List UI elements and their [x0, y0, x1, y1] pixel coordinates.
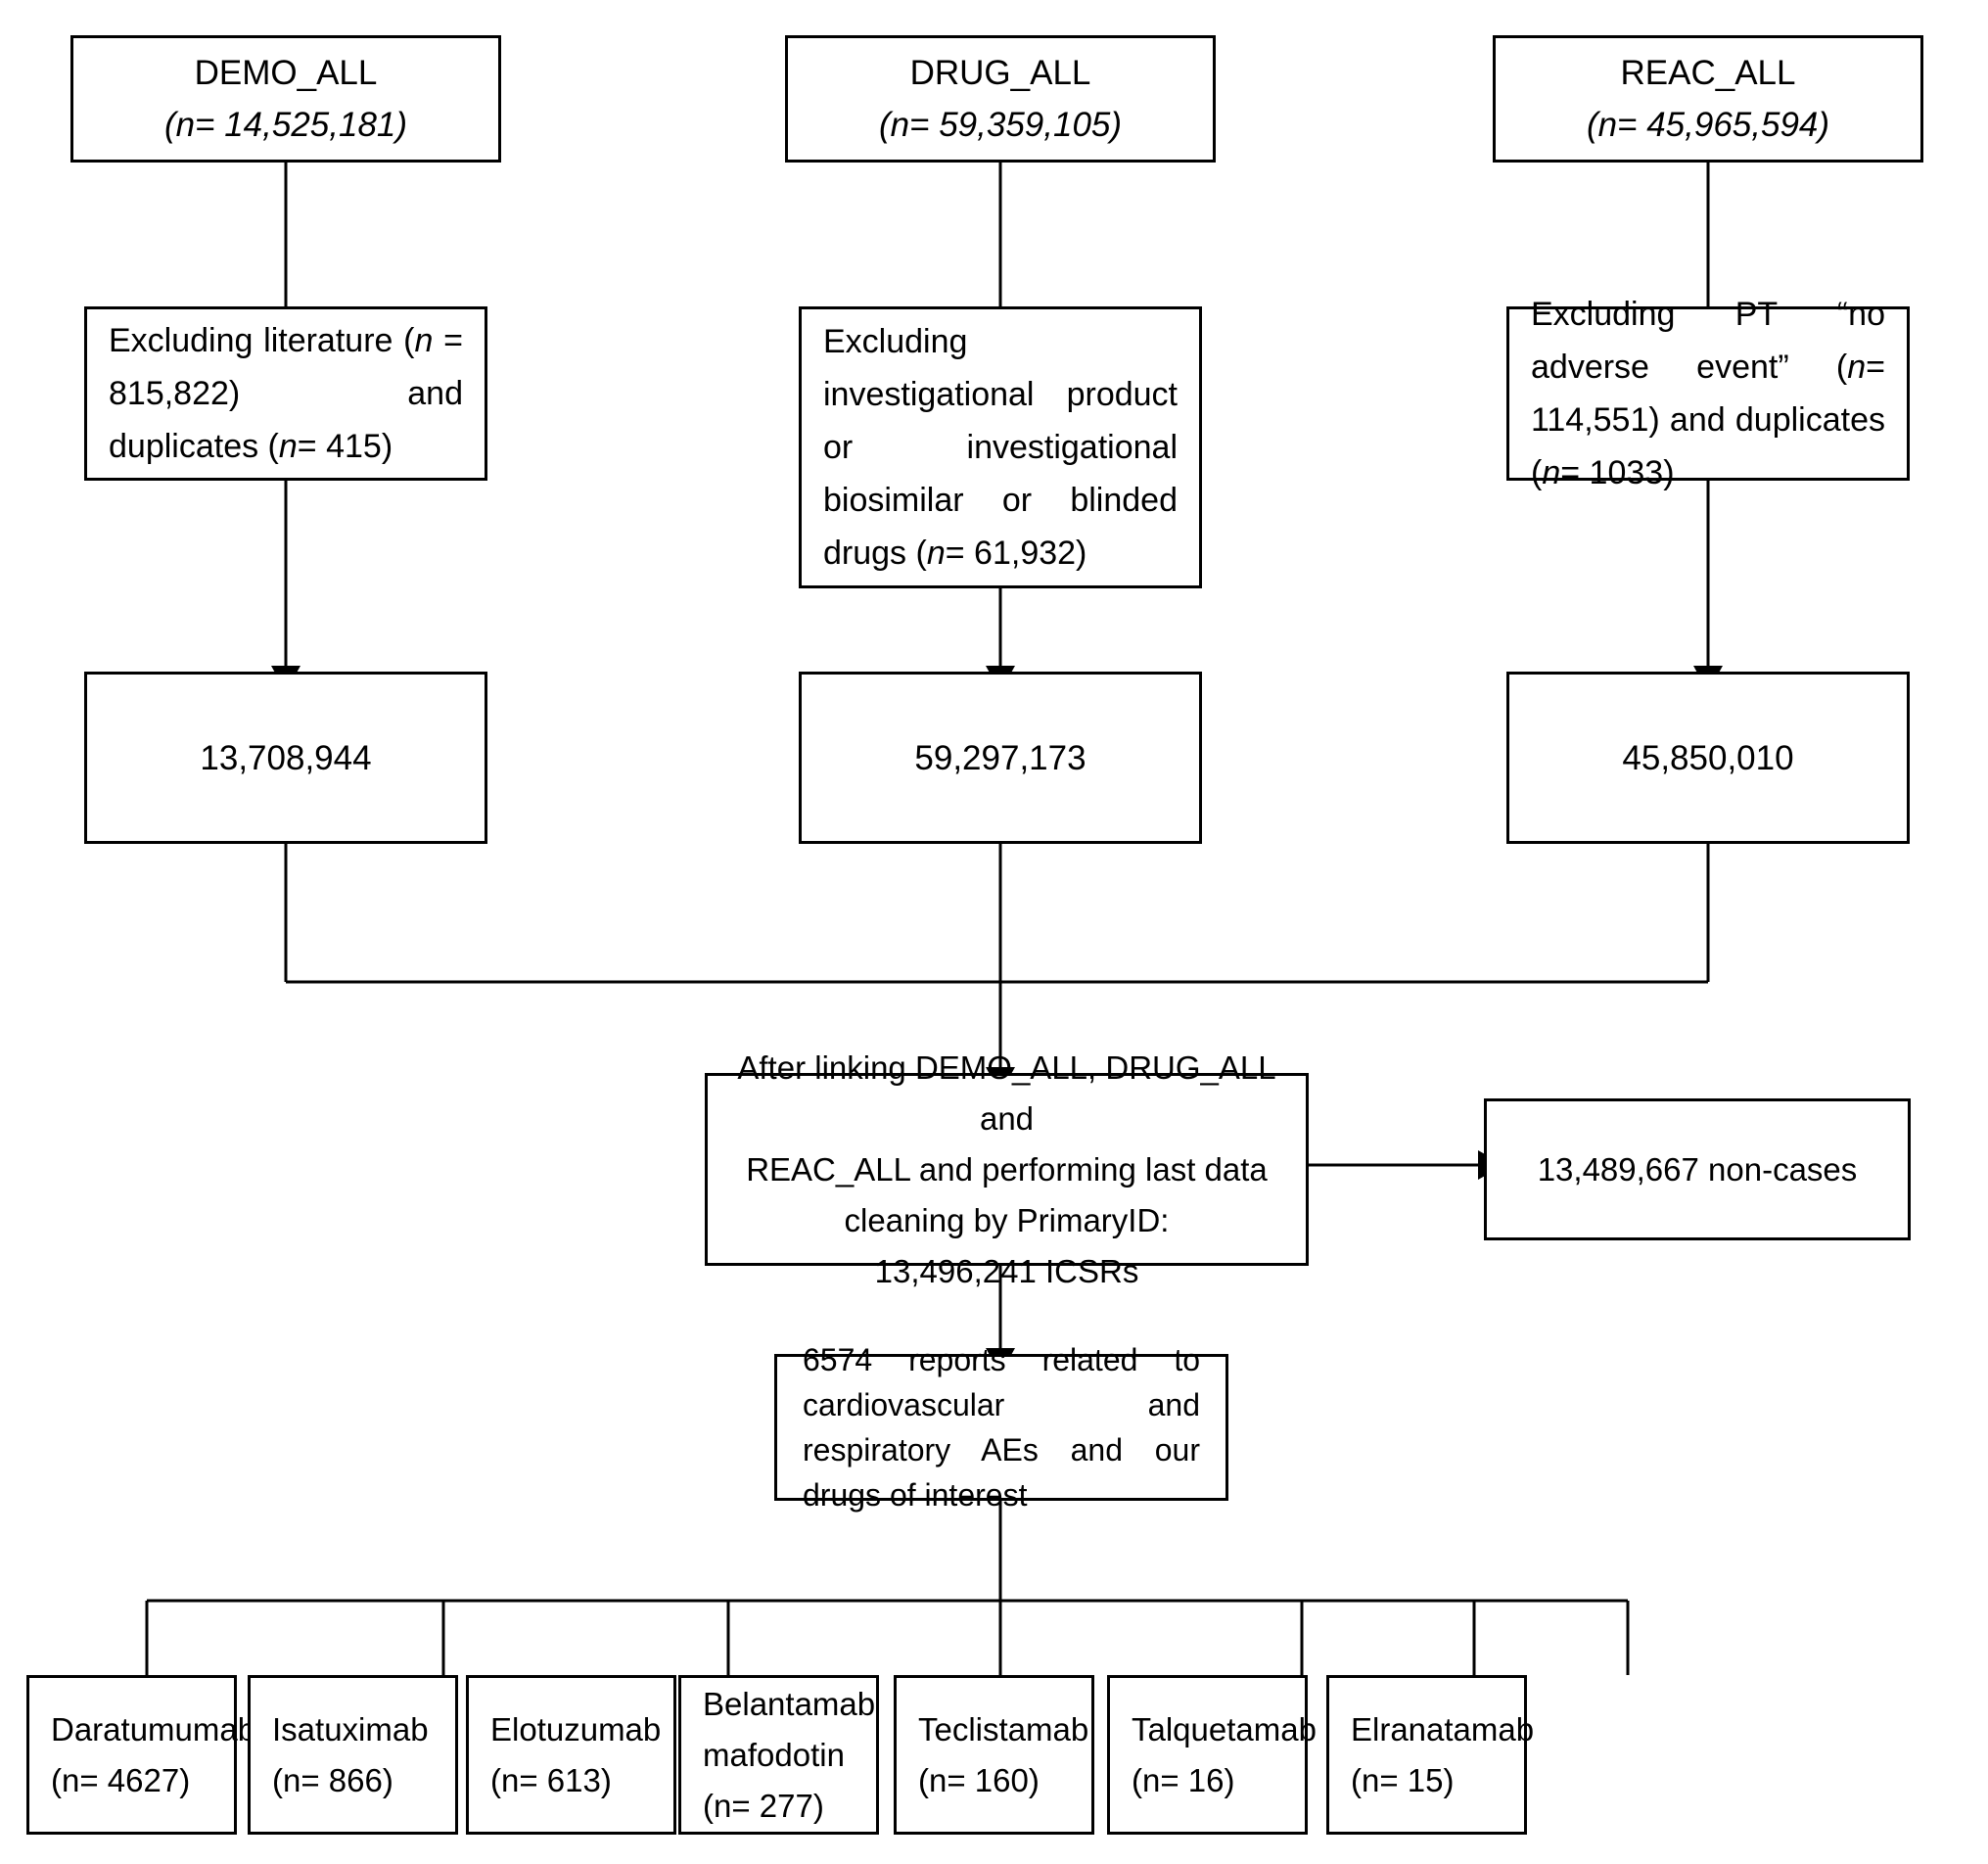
source-name-drug: DRUG_ALL: [909, 54, 1091, 92]
drug-count-belantamab-mafodotin: (n= 277): [703, 1787, 824, 1824]
drug-count-talquetamab: (n= 16): [1132, 1761, 1235, 1798]
drug-box-isatuximab: Isatuximab (n= 866): [248, 1675, 458, 1835]
exclusion-text-drug: Excluding investigational product or inv…: [823, 323, 1178, 572]
linked-line-1: After linking DEMO_ALL, DRUG_ALL and: [737, 1048, 1285, 1137]
linked-line-2: REAC_ALL and performing last data: [746, 1150, 1268, 1188]
drug-name-teclistamab: Teclistamab: [918, 1710, 1089, 1748]
drug-box-elranatamab: Elranatamab (n= 15): [1326, 1675, 1535, 1835]
drug-count-daratumumab: (n= 4627): [51, 1761, 191, 1798]
drug-count-elranatamab: (n= 15): [1351, 1761, 1455, 1798]
source-name-demo: DEMO_ALL: [194, 54, 378, 92]
source-box-demo: DEMO_ALL (n= 14,525,181): [70, 35, 501, 163]
source-count-drug: (n= 59,359,105): [878, 106, 1123, 144]
reports-box: 6574 reports related to cardiovascular a…: [774, 1342, 1228, 1513]
drug-name-talquetamab: Talquetamab: [1132, 1710, 1317, 1748]
drug-count-teclistamab: (n= 160): [918, 1761, 1040, 1798]
linked-line-3: cleaning by PrimaryID:: [844, 1201, 1170, 1238]
non-cases-value: 13,489,667 non-cases: [1537, 1150, 1858, 1188]
drug-box-talquetamab: Talquetamab (n= 16): [1107, 1675, 1317, 1835]
linked-box: After linking DEMO_ALL, DRUG_ALL and REA…: [705, 1049, 1309, 1289]
source-count-reac: (n= 45,965,594): [1586, 106, 1830, 144]
linked-line-4: 13,496,241 ICSRs: [874, 1252, 1139, 1289]
exclusion-box-drug: Excluding investigational product or inv…: [799, 306, 1202, 588]
source-box-drug: DRUG_ALL (n= 59,359,105): [785, 35, 1216, 163]
remaining-box-demo: 13,708,944: [84, 672, 487, 844]
source-name-reac: REAC_ALL: [1620, 54, 1796, 92]
drug-count-isatuximab: (n= 866): [272, 1761, 393, 1798]
drug-box-teclistamab: Teclistamab (n= 160): [894, 1675, 1094, 1835]
exclusion-text-demo: Excluding literature (n = 815,822) and d…: [109, 322, 463, 465]
drug-name-daratumumab: Daratumumab: [51, 1710, 256, 1748]
source-count-demo: (n= 14,525,181): [163, 106, 408, 144]
drug-box-daratumumab: Daratumumab (n= 4627): [26, 1675, 256, 1835]
drug-name-elotuzumab: Elotuzumab: [490, 1710, 662, 1748]
remaining-value-drug: 59,297,173: [914, 738, 1086, 777]
remaining-value-reac: 45,850,010: [1622, 738, 1794, 777]
drug-count-elotuzumab: (n= 613): [490, 1761, 612, 1798]
drug-name-isatuximab: Isatuximab: [272, 1710, 429, 1748]
source-box-reac: REAC_ALL (n= 45,965,594): [1493, 35, 1923, 163]
drug-box-elotuzumab: Elotuzumab (n= 613): [466, 1675, 676, 1835]
exclusion-text-reac: Excluding PT “no adverse event” (n= 114,…: [1531, 296, 1885, 491]
non-cases-box: 13,489,667 non-cases: [1484, 1098, 1911, 1240]
exclusion-box-demo: Excluding literature (n = 815,822) and d…: [84, 306, 487, 481]
drug-box-belantamab-mafodotin: Belantamab mafodotin (n= 277): [678, 1675, 879, 1835]
remaining-box-reac: 45,850,010: [1506, 672, 1910, 844]
remaining-value-demo: 13,708,944: [200, 738, 372, 777]
exclusion-box-reac: Excluding PT “no adverse event” (n= 114,…: [1506, 296, 1910, 491]
drug-name-elranatamab: Elranatamab: [1351, 1710, 1535, 1748]
remaining-box-drug: 59,297,173: [799, 672, 1202, 844]
reports-text: 6574 reports related to cardiovascular a…: [803, 1342, 1200, 1513]
drug-name-belantamab-mafodotin: Belantamab mafodotin: [703, 1685, 885, 1773]
